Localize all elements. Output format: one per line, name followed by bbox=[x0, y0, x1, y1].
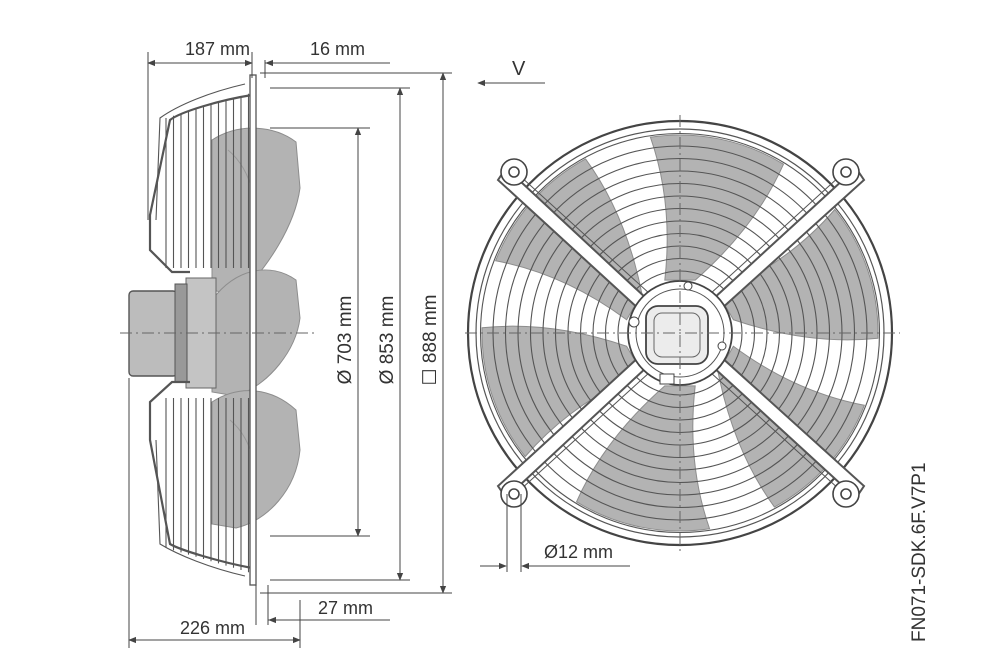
dim-888: ☐ 888 mm bbox=[420, 295, 441, 386]
hole-dimension bbox=[480, 494, 630, 572]
model-code: FN071-SDK.6F.V7P1 bbox=[909, 462, 930, 642]
hub-bolt bbox=[717, 341, 727, 351]
fan-blade bbox=[717, 208, 879, 341]
terminal-box bbox=[645, 305, 709, 365]
dim-27: 27 mm bbox=[318, 598, 373, 618]
cable-gland bbox=[659, 373, 675, 385]
mounting-holes bbox=[500, 158, 860, 508]
side-view bbox=[120, 74, 315, 586]
guard-inner-line bbox=[155, 83, 246, 577]
dim-187: 187 mm bbox=[185, 39, 250, 59]
dim-226: 226 mm bbox=[180, 618, 245, 638]
hub-bolt bbox=[628, 316, 640, 328]
terminal-box-inner bbox=[653, 312, 701, 358]
view-label: V bbox=[512, 58, 526, 80]
dim-16: 16 mm bbox=[310, 39, 365, 59]
guard-ring bbox=[504, 157, 856, 509]
dim-12: Ø12 mm bbox=[544, 542, 613, 562]
dim-853: Ø 853 mm bbox=[377, 296, 398, 385]
dim-703: Ø 703 mm bbox=[335, 296, 356, 385]
dimension-lines bbox=[128, 52, 545, 648]
hub-bolt bbox=[683, 281, 693, 291]
fan-blade bbox=[481, 325, 643, 458]
guard-outline bbox=[148, 78, 254, 582]
front-view bbox=[465, 115, 900, 555]
guard-ring bbox=[479, 132, 881, 534]
mounting-arms bbox=[496, 166, 866, 500]
mounting-plate bbox=[249, 74, 257, 586]
